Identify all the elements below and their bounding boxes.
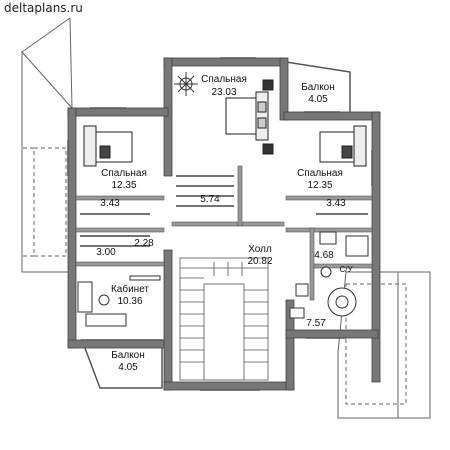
- bedroom-main-area: 23.03: [211, 87, 236, 98]
- hall-name: Холл: [248, 244, 272, 255]
- balcony-bottom-name: Балкон: [111, 350, 145, 361]
- interior-walls: [75, 165, 373, 301]
- balcony-top-area: 4.05: [308, 94, 328, 105]
- site-watermark[interactable]: deltaplans.ru: [4, 1, 83, 15]
- closet-center-area: 5.74: [200, 194, 220, 205]
- bath-lower-area: 7.57: [306, 318, 326, 329]
- bedroom-right-area: 12.35: [307, 180, 332, 191]
- exterior-walls: [67, 57, 381, 391]
- bath-upper-area: 4.68: [314, 250, 334, 261]
- bedroom-left-name: Спальная: [101, 168, 147, 179]
- study-name: Кабинет: [111, 283, 149, 295]
- bed-main: [225, 79, 274, 155]
- balcony-bottom-area: 4.05: [118, 362, 138, 373]
- study-area: 10.36: [117, 296, 142, 307]
- bath-tag: С/У: [339, 265, 353, 274]
- staircase: [179, 257, 269, 381]
- bed-right: [319, 125, 367, 167]
- closet-left2-area: 3.00: [96, 247, 116, 258]
- bedroom-left-area: 12.35: [111, 180, 136, 191]
- bedroom-right-name: Спальная: [297, 168, 343, 179]
- closet-right-area: 3.43: [326, 198, 346, 209]
- bath-fixtures: [289, 231, 369, 319]
- bedroom-main-name: Спальная: [201, 74, 247, 85]
- corridor-area: 2.28: [134, 238, 154, 249]
- bed-left: [83, 125, 133, 167]
- closet-hangers: [80, 175, 368, 247]
- closet-left-area: 3.43: [100, 198, 120, 209]
- hall-area: 20.82: [247, 256, 272, 267]
- plant-icon: [174, 72, 198, 96]
- study-desk: [77, 275, 161, 327]
- windows: [67, 57, 373, 391]
- balcony-top-name: Балкон: [301, 82, 335, 93]
